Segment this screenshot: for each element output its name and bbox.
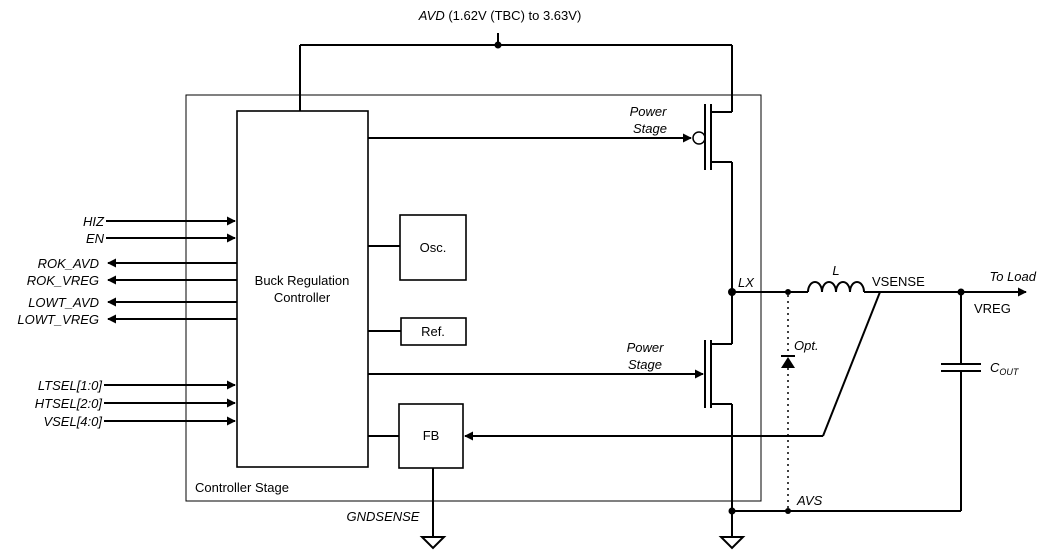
to-load-label: To Load xyxy=(989,269,1036,284)
supply-label: AVD (1.62V (TBC) to 3.63V) xyxy=(418,8,582,23)
lowt-avd-signal: LOWT_AVD xyxy=(28,295,237,310)
opt-label: Opt. xyxy=(794,338,819,353)
hiz-signal: HIZ xyxy=(83,214,236,229)
inductor-symbol xyxy=(807,281,1026,292)
buck-regulation-controller xyxy=(236,110,369,468)
vsel-signal: VSEL[4:0] xyxy=(43,414,236,429)
power-stage-low-line1: Power xyxy=(627,340,665,355)
inductor-label: L xyxy=(832,263,839,278)
cout-label: COUT xyxy=(990,360,1020,377)
fb-block xyxy=(398,403,464,469)
buck-controller-line1: Buck Regulation xyxy=(255,273,350,288)
osc-label: Osc. xyxy=(420,240,447,255)
svg-text:LTSEL[1:0]: LTSEL[1:0] xyxy=(38,378,102,393)
avs-label: AVS xyxy=(796,493,823,508)
power-stage-low-line2: Stage xyxy=(628,357,662,372)
svg-text:LOWT_AVD: LOWT_AVD xyxy=(28,295,99,310)
ground-icon xyxy=(718,530,746,550)
lx-node xyxy=(728,288,808,296)
power-stage-high-line1: Power xyxy=(630,104,668,119)
fb-label: FB xyxy=(423,428,440,443)
gndsense-ground-icon xyxy=(419,468,447,550)
power-stage-high-line2: Stage xyxy=(633,121,667,136)
svg-text:ROK_VREG: ROK_VREG xyxy=(27,273,99,288)
rok-vreg-signal: ROK_VREG xyxy=(27,273,237,288)
svg-text:HTSEL[2:0]: HTSEL[2:0] xyxy=(35,396,103,411)
svg-text:HIZ: HIZ xyxy=(83,214,105,229)
rok-avd-signal: ROK_AVD xyxy=(38,256,237,271)
avs-ground-line xyxy=(728,507,961,515)
buck-controller-line2: Controller xyxy=(274,290,331,305)
vsense-feedback-line xyxy=(822,291,881,437)
high-side-transistor xyxy=(368,104,733,344)
ref-label: Ref. xyxy=(421,324,445,339)
htsel-signal: HTSEL[2:0] xyxy=(35,396,236,411)
optional-diode xyxy=(781,295,795,508)
gndsense-label: GNDSENSE xyxy=(347,509,420,524)
controller-stage-boundary xyxy=(185,94,762,502)
output-capacitor xyxy=(941,288,981,511)
lx-label: LX xyxy=(738,275,755,290)
en-signal: EN xyxy=(86,231,236,246)
svg-text:LOWT_VREG: LOWT_VREG xyxy=(17,312,99,327)
controller-stage-label: Controller Stage xyxy=(195,480,289,495)
vreg-label: VREG xyxy=(974,301,1011,316)
ltsel-signal: LTSEL[1:0] xyxy=(38,378,236,393)
osc-block xyxy=(399,214,467,281)
vsense-label: VSENSE xyxy=(872,274,925,289)
svg-text:VSEL[4:0]: VSEL[4:0] xyxy=(43,414,102,429)
svg-text:ROK_AVD: ROK_AVD xyxy=(38,256,99,271)
avd-rail xyxy=(299,33,733,112)
svg-text:EN: EN xyxy=(86,231,105,246)
lowt-vreg-signal: LOWT_VREG xyxy=(17,312,237,327)
